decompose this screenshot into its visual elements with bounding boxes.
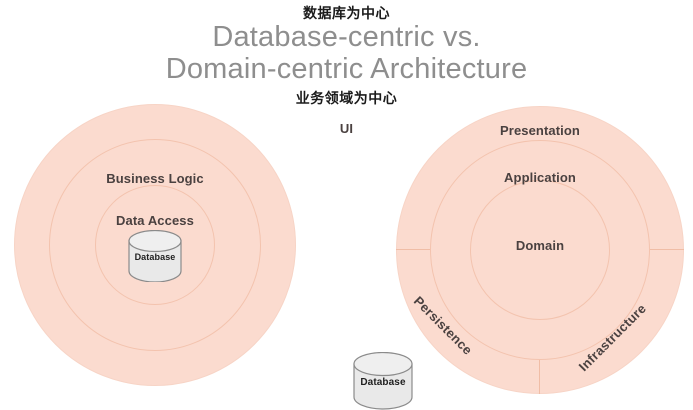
page-title-line-1: Database-centric vs. xyxy=(212,21,481,53)
right-divider-right xyxy=(650,249,684,250)
title-chinese-top: 数据库为中心 xyxy=(303,6,390,22)
left-label-ui: UI xyxy=(339,121,354,136)
left-label-data-access: Data Access xyxy=(116,213,194,228)
page-title: Database-centric vs. Domain-centric Arch… xyxy=(0,21,693,86)
left-ring-middle-business-logic xyxy=(49,139,261,351)
database-icon xyxy=(128,230,182,282)
right-label-presentation: Presentation xyxy=(500,123,580,138)
right-label-application: Application xyxy=(504,170,576,185)
right-divider-left xyxy=(396,249,430,250)
left-database-label: Database xyxy=(134,252,176,262)
left-label-business-logic: Business Logic xyxy=(106,171,204,186)
right-database-label: Database xyxy=(360,377,406,388)
title-chinese-bottom: 业务领域为中心 xyxy=(295,91,398,107)
left-ring-inner-data-access xyxy=(95,185,215,305)
right-ring-middle-application xyxy=(430,140,650,360)
right-database-cylinder: Database xyxy=(352,352,414,410)
page-title-line-2: Domain-centric Architecture xyxy=(165,53,528,86)
right-divider-bottom xyxy=(539,360,540,394)
right-ring-inner-domain xyxy=(470,180,610,320)
right-label-domain: Domain xyxy=(515,238,565,253)
database-icon xyxy=(353,352,413,410)
left-database-cylinder: Database xyxy=(127,230,183,282)
